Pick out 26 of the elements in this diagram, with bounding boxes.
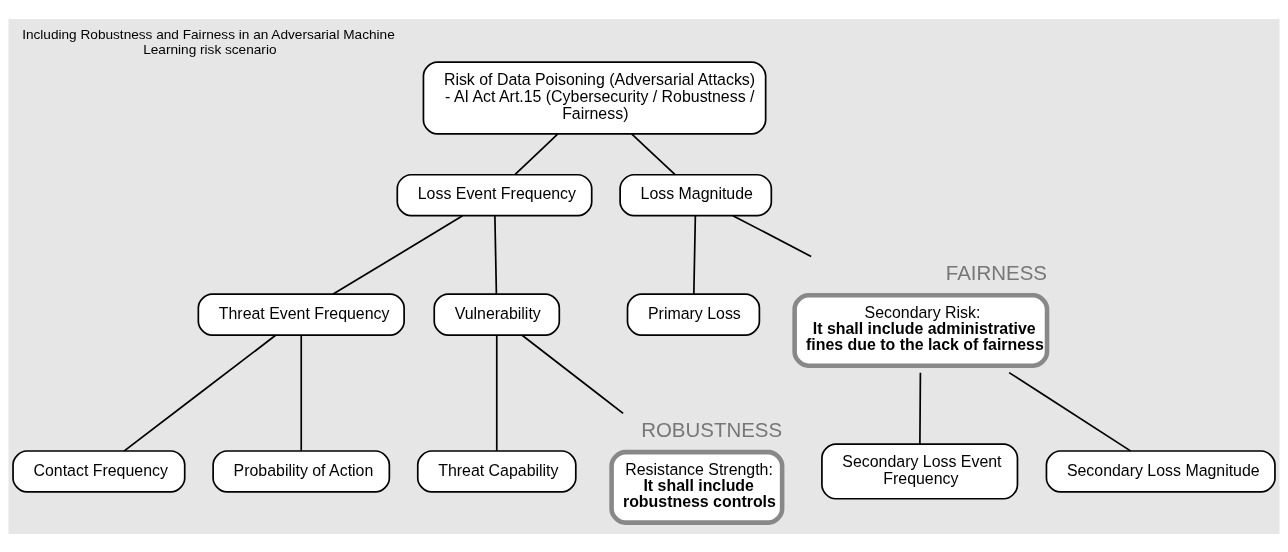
- node-label: FAIRNESS: [945, 260, 1048, 284]
- connector: [495, 333, 498, 452]
- node-box: Loss Magnitude: [619, 173, 773, 217]
- node-box: Secondary Loss Magnitude: [1045, 449, 1276, 493]
- connector: [300, 333, 303, 452]
- connector: [514, 132, 559, 176]
- connector: [494, 214, 498, 295]
- connector: [332, 214, 464, 295]
- node-box: Secondary Loss Event Frequency: [821, 442, 1019, 500]
- connector: [692, 214, 697, 295]
- diagram-title: Including Robustness and Fairness in an Adversarial Machine Learning risk scenario: [22, 26, 395, 57]
- connector: [521, 333, 624, 414]
- node-box: Primary Loss: [626, 292, 761, 336]
- node-box: Loss Event Frequency: [396, 173, 593, 217]
- node-box: Probability of Action: [212, 449, 391, 493]
- node-box: Contact Frequency: [12, 449, 186, 493]
- node-box: Threat Event Frequency: [197, 292, 405, 336]
- node-label: ROBUSTNESS: [641, 417, 783, 441]
- node-box: Risk of Data Poisoning (Adversarial Attacks) - AI Act Art.15 (Cybersecurity / Robustness / Fairness): [422, 60, 767, 135]
- connector: [123, 333, 277, 452]
- node-box: Vulnerability: [433, 292, 561, 336]
- node-box: Threat Capability: [416, 449, 577, 493]
- connector: [1008, 371, 1132, 452]
- connector: [732, 214, 813, 257]
- connector: [630, 132, 676, 176]
- connector: [919, 371, 922, 445]
